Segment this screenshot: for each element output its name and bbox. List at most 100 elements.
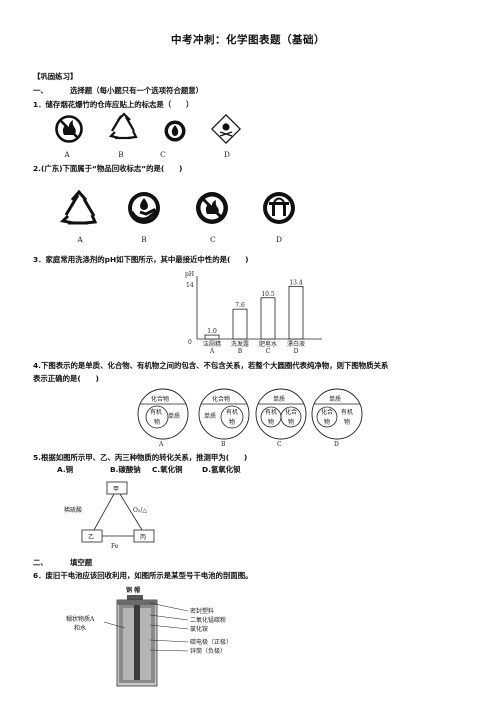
svg-text:物: 物 [324, 418, 330, 426]
category-letter: D [294, 348, 299, 355]
svg-text:单质: 单质 [329, 395, 341, 403]
leader-line [149, 602, 189, 612]
y-tick-14: 14 [186, 282, 194, 289]
q5-option-c: C.氧化铜 [152, 465, 183, 474]
svg-text:物: 物 [229, 418, 235, 426]
svg-text:铜 帽: 铜 帽 [126, 586, 140, 594]
svg-text:糊状物质A: 糊状物质A [66, 615, 95, 623]
svg-text:B: B [221, 441, 226, 448]
diagram-d: 单质 化合 物 有机 物 D [311, 388, 363, 448]
question-4-line2: 表示正确的是( ) [33, 374, 99, 383]
water-drop-icon [164, 120, 186, 142]
q5-option-b: B.碳酸钠 [110, 465, 141, 474]
leader-line [149, 639, 189, 643]
svg-text:物: 物 [344, 418, 350, 426]
no-fire-icon [55, 115, 83, 143]
diagram-c: 单质 有机 物 化合 物 C [255, 388, 307, 448]
svg-text:单质: 单质 [204, 412, 216, 420]
recycle-icon [59, 189, 98, 225]
svg-text:甲: 甲 [113, 486, 119, 493]
leader-line [149, 649, 189, 652]
no-burning-icon [196, 192, 228, 224]
svg-text:有机: 有机 [150, 408, 162, 416]
q1-option-d: D [224, 150, 230, 159]
svg-text:D: D [334, 441, 339, 448]
svg-text:丙: 丙 [140, 534, 146, 541]
diagram-a: 化合物 有机 物 单质 A [137, 388, 189, 448]
q2-option-b: B [141, 235, 147, 244]
bar-B [232, 308, 248, 340]
bar-value-label: 10.5 [261, 291, 275, 298]
battery-part-label: 二氧化锰碳粉 [190, 616, 226, 624]
y-axis-label: pH [185, 271, 194, 278]
bar-value-label: 1.0 [207, 328, 217, 335]
question-5: 5.根据如图所示甲、乙、丙三种物质的转化关系，推测甲为( ) [33, 453, 248, 462]
svg-text:有机: 有机 [226, 408, 238, 416]
category-letter: A [209, 348, 215, 355]
battery-part-label: 密封塑料 [190, 607, 214, 615]
svg-text:和水: 和水 [74, 624, 86, 632]
svg-text:A: A [158, 441, 164, 448]
y-tick-0: 0 [188, 339, 192, 346]
hand-drop-icon [128, 192, 160, 224]
leader-line [149, 624, 189, 630]
part1-number: 一、 [33, 86, 48, 95]
question-3: 3．家庭常用洗涤剂的pH如下图所示，其中最接近中性的是( ) [33, 255, 249, 264]
toxic-icon [211, 114, 241, 144]
bar-value-label: 13.4 [289, 279, 303, 286]
page-title: 中考冲刺：化学图表题（基础） [171, 34, 325, 46]
bar-D [288, 285, 304, 340]
category-label: 肥皂水 [259, 340, 277, 348]
leader-line [149, 614, 189, 621]
part2-number: 二、 [33, 558, 48, 567]
svg-text:化合物: 化合物 [151, 395, 169, 403]
question-2: 2.(广东)下面属于“物品回收标志”的是( ) [33, 164, 183, 173]
svg-text:C: C [277, 441, 282, 448]
q2-option-d: D [276, 235, 282, 244]
q1-option-a: A [64, 150, 70, 159]
battery-part-label: 氯化铵 [190, 625, 208, 633]
q5-option-a: A.铜 [57, 465, 74, 474]
battery-part-label: 碳电极（正极） [190, 638, 232, 646]
part1-heading: 选择题（每小题只有一个选项符合题意） [70, 86, 204, 95]
svg-text:单质: 单质 [273, 395, 285, 403]
svg-text:稀硫酸: 稀硫酸 [64, 506, 82, 514]
svg-text:Fe: Fe [111, 543, 119, 550]
category-label: 洗发露 [231, 340, 249, 348]
recycle-icon [108, 112, 138, 140]
section-header: 【巩固练习】 [33, 72, 78, 81]
svg-text:物: 物 [288, 418, 294, 426]
svg-text:物: 物 [154, 418, 160, 426]
question-1: 1．储存烟花爆竹的仓库应贴上的标志是（ ） [33, 100, 194, 109]
category-letter: B [238, 348, 243, 355]
battery-part-label: 锌筒（负极） [190, 647, 226, 655]
bar-C [260, 297, 276, 340]
q2-option-c: C [210, 235, 216, 244]
q2-option-a: A [77, 235, 83, 244]
category-label: 漂白液 [287, 340, 305, 348]
q5-option-d: D.氢氧化钡 [202, 465, 241, 474]
svg-text:化合物: 化合物 [212, 395, 230, 403]
fountain-icon [263, 192, 295, 224]
diagram-b: 化合物 单质 有机 物 B [198, 388, 250, 448]
svg-text:化合: 化合 [321, 408, 333, 416]
q1-option-b: B [118, 150, 124, 159]
bar-value-label: 7.6 [235, 302, 245, 309]
question-4-line1: 4.下图表示的是单质、化合物、有机物之间的包含、不包含关系，若整个大圆圈代表纯净… [33, 361, 389, 370]
svg-text:O₂/△: O₂/△ [133, 507, 147, 514]
svg-text:乙: 乙 [88, 534, 94, 541]
question-6: 6．废旧干电池应该回收利用，如图所示是某型号干电池的剖面图。 [33, 571, 253, 580]
svg-text:化合: 化合 [285, 408, 297, 416]
category-letter: C [266, 348, 271, 355]
part2-heading: 填空题 [70, 558, 93, 567]
bar-A [204, 334, 220, 340]
q1-option-c: C [160, 150, 166, 159]
svg-text:有机: 有机 [265, 408, 277, 416]
svg-text:物: 物 [268, 418, 274, 426]
